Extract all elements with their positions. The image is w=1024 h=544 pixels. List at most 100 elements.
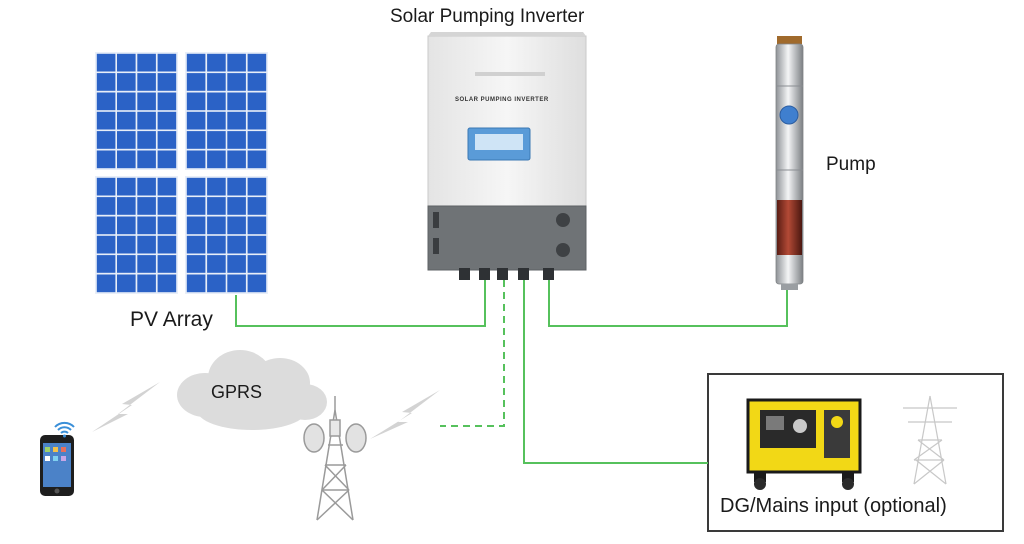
solar-cell xyxy=(207,150,226,169)
generator-icon xyxy=(746,398,862,490)
solar-cell xyxy=(137,274,156,293)
solar-cell xyxy=(247,235,267,254)
solar-cell xyxy=(186,73,206,91)
submersible-pump-icon xyxy=(775,36,804,290)
inverter-knob xyxy=(556,213,570,227)
solar-cell xyxy=(207,255,226,273)
solar-cell xyxy=(227,53,246,72)
solar-cell xyxy=(96,197,116,215)
inverter-base xyxy=(427,205,587,271)
solar-cell xyxy=(96,111,116,130)
solar-cell xyxy=(96,177,116,196)
solar-cell xyxy=(247,73,267,91)
solar-cell xyxy=(137,177,156,196)
solar-cell xyxy=(157,150,177,169)
solar-cell xyxy=(117,131,136,149)
inverter-screen xyxy=(475,134,523,150)
solar-cell xyxy=(186,92,206,111)
solar-module xyxy=(185,52,268,170)
solar-cell xyxy=(137,53,156,72)
solar-cell xyxy=(207,274,226,293)
solar-cell xyxy=(96,274,116,293)
solar-cell xyxy=(227,235,246,254)
solar-cell xyxy=(137,111,156,130)
solar-cell xyxy=(207,235,226,254)
inverter-brand-text: SOLAR PUMPING INVERTER xyxy=(455,97,549,103)
wireless-signal-icon xyxy=(370,390,440,439)
solar-cell xyxy=(186,131,206,149)
solar-cell xyxy=(247,177,267,196)
solar-cell xyxy=(186,197,206,215)
solar-cell xyxy=(207,197,226,215)
pump-label: Pump xyxy=(826,154,876,175)
solar-cell xyxy=(247,53,267,72)
solar-cell xyxy=(157,177,177,196)
solar-cell xyxy=(247,255,267,273)
solar-cell xyxy=(186,235,206,254)
solar-cell xyxy=(137,235,156,254)
solar-cell xyxy=(227,177,246,196)
solar-cell xyxy=(157,216,177,235)
solar-cell xyxy=(117,197,136,215)
telecom-tower-icon xyxy=(303,396,367,521)
solar-panel-icon xyxy=(95,52,268,294)
solar-cell xyxy=(137,73,156,91)
solar-cell xyxy=(157,53,177,72)
solar-module xyxy=(185,176,268,294)
solar-cell xyxy=(137,255,156,273)
solar-cell xyxy=(186,111,206,130)
solar-cell xyxy=(247,274,267,293)
solar-module xyxy=(95,176,178,294)
solar-cell xyxy=(137,150,156,169)
solar-cell xyxy=(207,216,226,235)
solar-cell xyxy=(157,197,177,215)
power-pylon-icon xyxy=(903,395,957,485)
solar-cell xyxy=(157,131,177,149)
solar-cell xyxy=(207,131,226,149)
solar-cell xyxy=(227,111,246,130)
solar-cell xyxy=(117,92,136,111)
solar-cell xyxy=(186,255,206,273)
solar-cell xyxy=(186,53,206,72)
wire-pv-to-inverter xyxy=(235,280,486,327)
solar-cell xyxy=(157,92,177,111)
gprs-label: GPRS xyxy=(211,382,263,402)
solar-cell xyxy=(227,216,246,235)
solar-cell xyxy=(117,255,136,273)
cloud-icon xyxy=(177,350,327,430)
solar-cell xyxy=(117,53,136,72)
solar-cell xyxy=(96,255,116,273)
solar-cell xyxy=(227,73,246,91)
inverter-label: Solar Pumping Inverter xyxy=(390,6,585,27)
solar-cell xyxy=(247,197,267,215)
solar-cell xyxy=(137,131,156,149)
solar-cell xyxy=(227,255,246,273)
solar-cell xyxy=(207,111,226,130)
wiring xyxy=(235,280,788,464)
solar-cell xyxy=(117,177,136,196)
solar-cell xyxy=(137,92,156,111)
wifi-icon xyxy=(54,421,75,438)
inverter-knob xyxy=(556,243,570,257)
inverter-icon xyxy=(427,32,587,280)
solar-cell xyxy=(207,53,226,72)
solar-cell xyxy=(227,131,246,149)
solar-cell xyxy=(117,150,136,169)
solar-cell xyxy=(117,73,136,91)
solar-cell xyxy=(207,73,226,91)
solar-cell xyxy=(96,216,116,235)
solar-cell xyxy=(207,177,226,196)
wire-inverter-to-dg xyxy=(523,280,708,464)
solar-cell xyxy=(186,177,206,196)
wire-gprs-dashed xyxy=(440,280,505,427)
solar-cell xyxy=(247,131,267,149)
solar-cell xyxy=(247,92,267,111)
solar-cell xyxy=(117,235,136,254)
solar-cell xyxy=(96,92,116,111)
solar-cell xyxy=(157,73,177,91)
solar-cell xyxy=(157,274,177,293)
solar-cell xyxy=(186,216,206,235)
solar-cell xyxy=(247,111,267,130)
